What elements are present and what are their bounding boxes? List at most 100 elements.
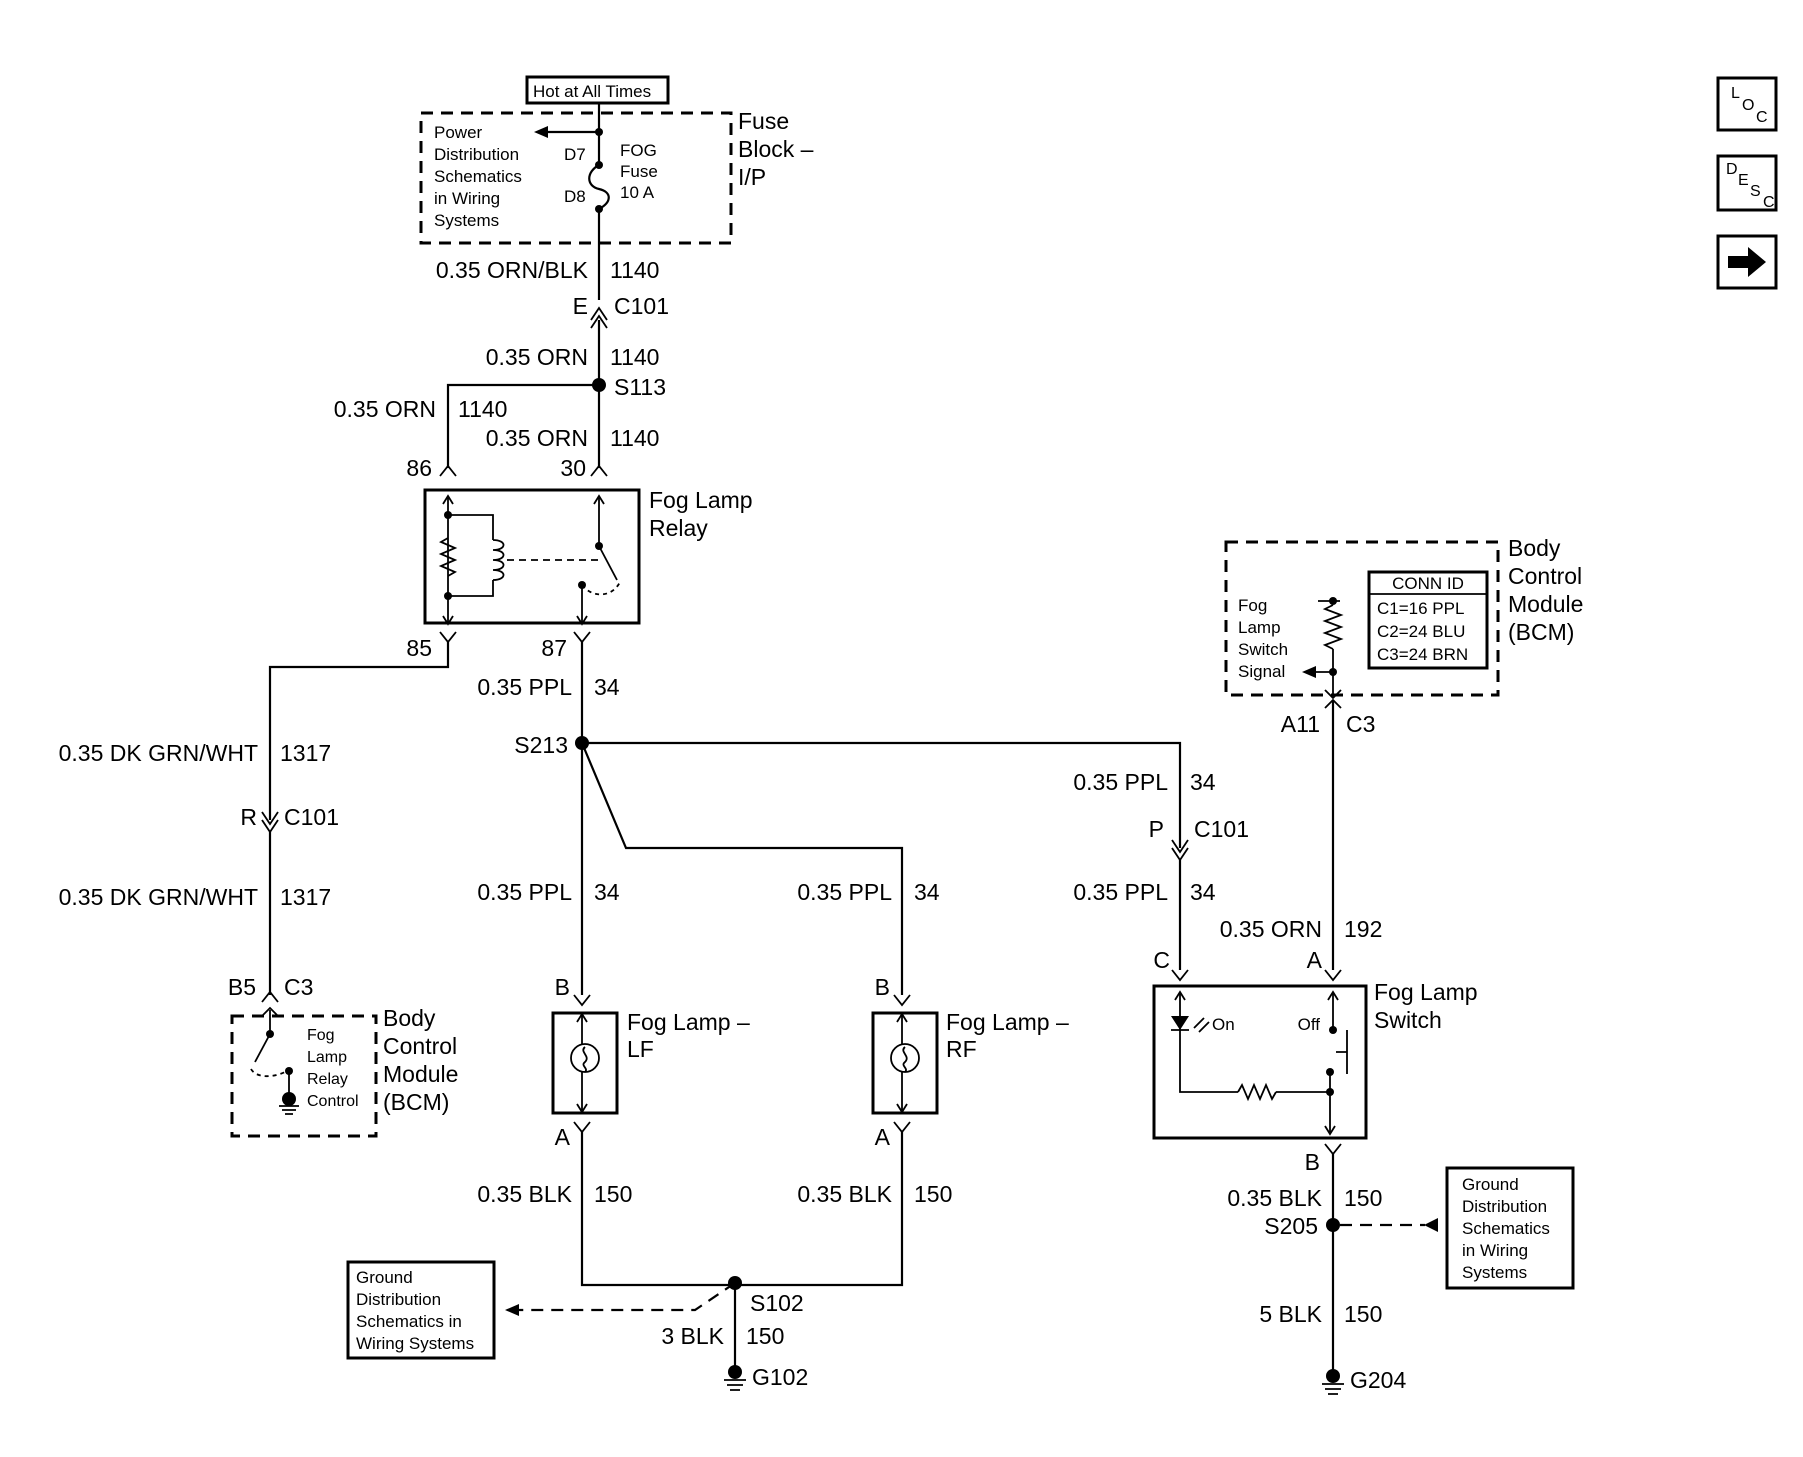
diagram-label: Fog bbox=[307, 1027, 335, 1044]
diagram-label: 34 bbox=[1190, 769, 1216, 795]
c101-p: C101 bbox=[1194, 816, 1249, 842]
diagram-label: Schematics bbox=[434, 167, 522, 186]
ground-distribution-ref-left bbox=[346, 1260, 496, 1360]
pin-d8: D8 bbox=[564, 187, 586, 206]
diagram-label: C bbox=[1763, 194, 1775, 211]
fog-fuse-label: FOG Fuse 10 A bbox=[620, 141, 663, 202]
diagram-label: Control bbox=[383, 1033, 457, 1059]
diagram-label: in Wiring bbox=[1462, 1241, 1528, 1260]
next-button[interactable] bbox=[1716, 234, 1778, 290]
circuit-1317: 85 0.35 DK GRN/WHT 1317 R C101 0.35 DK G… bbox=[59, 631, 457, 1003]
hot-label: Hot at All Times bbox=[533, 82, 651, 101]
s213-label: S213 bbox=[514, 732, 568, 758]
fuse-block-title: Fuse Block – I/P bbox=[738, 108, 820, 190]
diagram-label: 0.35 BLK bbox=[477, 1181, 572, 1207]
diagram-label: 0.35 ORN bbox=[1220, 916, 1322, 942]
bcm-connector-c3-right: C3 bbox=[1346, 711, 1375, 737]
s102-label: S102 bbox=[750, 1290, 804, 1316]
diagram-label: 34 bbox=[594, 879, 620, 905]
diagram-label: 0.35 BLK bbox=[797, 1181, 892, 1207]
diagram-label: 0.35 ORN bbox=[486, 425, 588, 451]
diagram-label: 150 bbox=[1344, 1301, 1382, 1327]
diagram-label: 192 bbox=[1344, 916, 1382, 942]
fog-lamp-switch: C A Fog Lamp Switch On Off B bbox=[1152, 947, 1478, 1175]
fog-lamp-rf-title: Fog Lamp – RF bbox=[946, 1009, 1075, 1062]
power-distribution-ref: Power Distribution Schematics in Wiring … bbox=[434, 123, 527, 230]
diagram-label: 1317 bbox=[280, 884, 331, 910]
arrow-left-icon bbox=[534, 126, 548, 138]
bcm-connector-c3-left: C3 bbox=[284, 974, 313, 1000]
diagram-label: 0.35 PPL bbox=[1073, 769, 1168, 795]
c101-r: C101 bbox=[284, 804, 339, 830]
diagram-label: C3=24 BRN bbox=[1377, 645, 1468, 664]
diagram-label: FOG bbox=[620, 141, 657, 160]
diagram-label: (BCM) bbox=[1508, 619, 1574, 645]
relay-pin-87: 87 bbox=[541, 635, 567, 661]
fog-lamp-switch-signal-label: Fog Lamp Switch Signal bbox=[1238, 596, 1293, 681]
diagram-label: Module bbox=[383, 1061, 458, 1087]
diagram-label: Block – bbox=[738, 136, 814, 162]
resistor-icon bbox=[1237, 1082, 1277, 1102]
diagram-label: 34 bbox=[594, 674, 620, 700]
ground-g204-circuit: 0.35 BLK 150 S205 Ground Distribution Sc… bbox=[1227, 1154, 1575, 1395]
diagram-label: Relay bbox=[307, 1071, 348, 1088]
diagram-label: Fuse bbox=[620, 162, 658, 181]
diagram-label: Relay bbox=[649, 515, 708, 541]
diagram-label: 0.35 ORN/BLK bbox=[436, 257, 589, 283]
diagram-label: 0.35 PPL bbox=[477, 674, 572, 700]
diagram-label: Signal bbox=[1238, 662, 1285, 681]
diagram-label: in Wiring bbox=[434, 189, 500, 208]
diagram-label: 1140 bbox=[610, 257, 659, 283]
diagram-label: Power bbox=[434, 123, 483, 142]
diagram-label: C1=16 PPL bbox=[1377, 599, 1464, 618]
diagram-label: Fog Lamp bbox=[1374, 979, 1478, 1005]
diagram-label: 150 bbox=[594, 1181, 632, 1207]
diagram-label: 3 BLK bbox=[661, 1323, 724, 1349]
diagram-label: Distribution bbox=[1462, 1197, 1547, 1216]
diagram-label: 150 bbox=[746, 1323, 784, 1349]
lf-pin-a: A bbox=[555, 1124, 571, 1150]
relay-pin-86: 86 bbox=[406, 455, 432, 481]
diagram-label: 1317 bbox=[280, 740, 331, 766]
c101-pin-e: E bbox=[573, 293, 588, 319]
relay-pin-85: 85 bbox=[406, 635, 432, 661]
bcm-right-title: Body Control Module (BCM) bbox=[1508, 535, 1590, 645]
circuit-1140: 0.35 ORN/BLK 1140 E C101 0.35 ORN 1140 S… bbox=[334, 257, 669, 481]
rf-pin-b: B bbox=[875, 974, 890, 1000]
loc-button[interactable]: L O C bbox=[1716, 76, 1778, 132]
fog-lamp-rf: B A Fog Lamp – RF bbox=[871, 974, 1075, 1150]
bcm-pin-a11: A11 bbox=[1281, 711, 1320, 737]
diagram-label: E bbox=[1738, 172, 1749, 189]
indicator-led-icon bbox=[1171, 1016, 1189, 1030]
diagram-label: Distribution bbox=[356, 1290, 441, 1309]
diagram-label: S bbox=[1750, 183, 1761, 200]
diagram-label: Schematics bbox=[1462, 1219, 1550, 1238]
ground-distribution-ref-right bbox=[1445, 1166, 1575, 1290]
diagram-label: Systems bbox=[434, 211, 499, 230]
desc-button[interactable]: D E S C bbox=[1716, 154, 1778, 212]
diagram-label: Fog bbox=[1238, 596, 1267, 615]
diagram-label: 150 bbox=[914, 1181, 952, 1207]
diagram-label: 0.35 PPL bbox=[797, 879, 892, 905]
c101-pin-p: P bbox=[1149, 816, 1164, 842]
arrow-left-icon bbox=[505, 1304, 519, 1316]
diagram-label: (BCM) bbox=[383, 1089, 449, 1115]
lf-pin-b: B bbox=[555, 974, 570, 1000]
c101-e: C101 bbox=[614, 293, 669, 319]
bcm-pin-b5: B5 bbox=[228, 974, 256, 1000]
c101-pin-r: R bbox=[240, 804, 257, 830]
ground-g102-circuit: 0.35 BLK 150 0.35 BLK 150 S102 3 BLK 150… bbox=[346, 1132, 952, 1391]
diagram-label: C2=24 BLU bbox=[1377, 622, 1465, 641]
diagram-label: Wiring Systems bbox=[356, 1334, 474, 1353]
circuit-34: 87 0.35 PPL 34 S213 0.35 PPL 34 P C101 0… bbox=[477, 631, 1249, 995]
diagram-label: 0.35 BLK bbox=[1227, 1185, 1322, 1211]
fuse-icon bbox=[588, 164, 610, 210]
resistor-icon bbox=[438, 537, 458, 577]
diagram-label: L bbox=[1731, 85, 1740, 102]
fuse-block: Hot at All Times Power Distribution Sche… bbox=[419, 75, 820, 300]
diagram-label: 1140 bbox=[458, 396, 507, 422]
diagram-label: 150 bbox=[1344, 1185, 1382, 1211]
diagram-label: Fog Lamp – bbox=[946, 1009, 1069, 1035]
diagram-label: Schematics in bbox=[356, 1312, 462, 1331]
